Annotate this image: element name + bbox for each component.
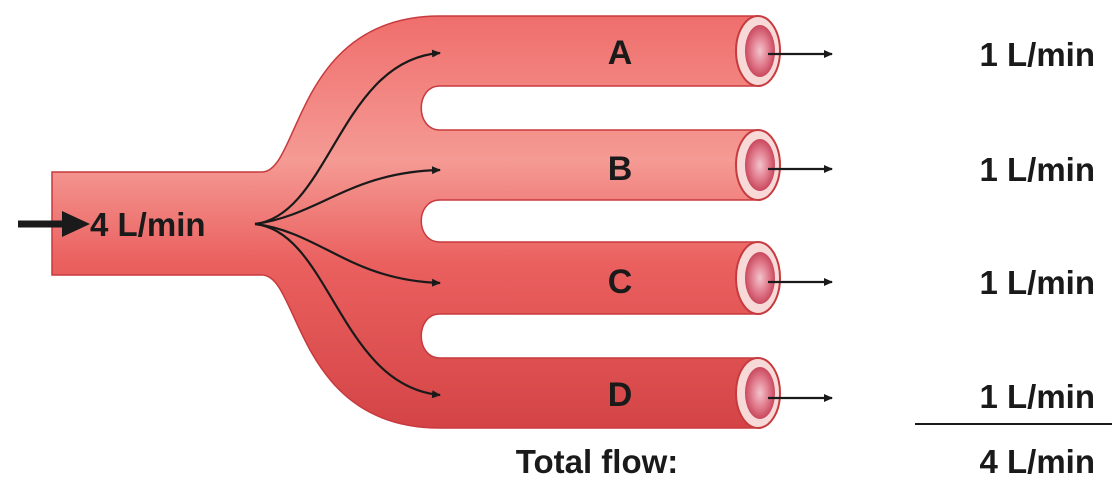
total-flow-value: 4 L/min: [979, 443, 1095, 480]
branch-label-a: A: [608, 34, 633, 72]
branch-a-opening: [736, 16, 780, 86]
branch-d-opening: [736, 358, 780, 428]
outflow-arrows: [768, 54, 832, 398]
flow-value-c: 1 L/min: [979, 264, 1095, 301]
total-flow-label: Total flow:: [516, 443, 679, 480]
flow-value-a: 1 L/min: [979, 36, 1095, 73]
flow-value-d: 1 L/min: [979, 378, 1095, 415]
branch-c-opening: [736, 242, 780, 314]
flow-value-b: 1 L/min: [979, 151, 1095, 188]
branch-label-b: B: [608, 150, 633, 188]
inflow-label: 4 L/min: [90, 206, 206, 243]
branch-b-opening: [736, 130, 780, 200]
branch-label-d: D: [608, 376, 633, 414]
branch-label-c: C: [608, 263, 633, 301]
